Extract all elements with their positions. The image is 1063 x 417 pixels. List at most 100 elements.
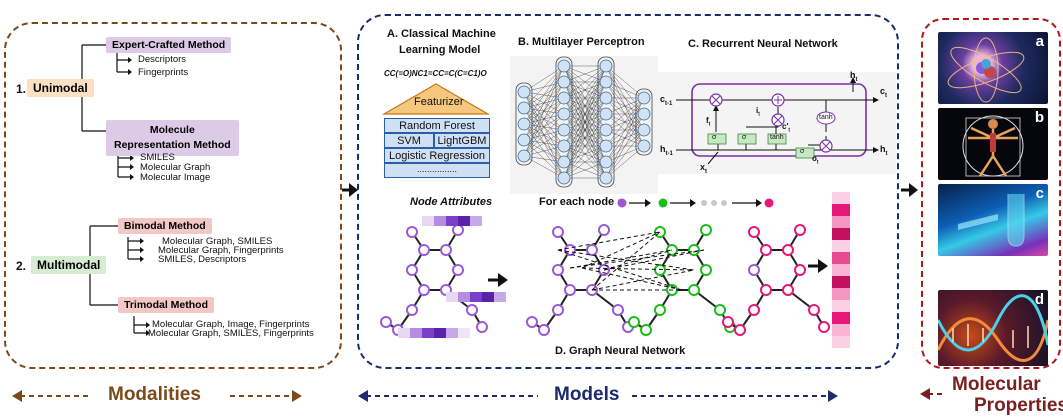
attribute-bar-middle-cell <box>494 292 506 302</box>
legend-arrow-head <box>756 199 762 207</box>
message-edge <box>557 249 683 291</box>
mlp-edge <box>523 65 565 109</box>
property-image-b: b <box>938 108 1048 180</box>
message-edge <box>557 249 695 271</box>
input-atom <box>476 321 488 333</box>
properties-footer-line2: Properties <box>974 395 1063 416</box>
message-edge <box>569 249 673 269</box>
attribute-bar-top-cell <box>458 216 470 226</box>
message-edge <box>581 231 661 269</box>
embedding-cell <box>832 252 850 264</box>
rnn-tanh-out: tanh <box>819 114 833 121</box>
mlp-edge <box>563 65 607 131</box>
c-tilde-symbol: c' <box>782 122 789 131</box>
mlp-neuron <box>557 107 571 121</box>
embedding-cell <box>832 300 850 312</box>
mlp-title: B. Multilayer Perceptron <box>518 36 645 48</box>
i-t-symbol: i <box>756 106 759 115</box>
mlp-neuron <box>637 107 651 121</box>
h-t-sub: t <box>885 150 888 157</box>
mlp-edge <box>523 155 565 163</box>
featurizer-triangle <box>381 83 491 115</box>
dna-helix-icon <box>938 294 1048 362</box>
property-label-b: b <box>1034 109 1044 126</box>
molecular-graph-item: Molecular Graph <box>140 162 211 173</box>
mlp-neuron <box>599 155 613 169</box>
mlp-edge <box>523 65 565 157</box>
updated-molecule <box>722 224 830 336</box>
attribute-bar-bottom-cell <box>458 328 470 338</box>
attribute-bar-bottom-cell <box>410 328 422 338</box>
attribute-bar-top-cell <box>434 216 446 226</box>
input-atom <box>380 316 392 328</box>
mlp-neuron <box>557 59 571 73</box>
rnn-x-t: xt <box>700 162 707 175</box>
mlp-edge <box>605 97 645 131</box>
message-edge <box>603 249 705 271</box>
message-target-atom <box>640 324 652 336</box>
updated-atom <box>760 244 772 256</box>
property-image-a: a <box>938 32 1048 104</box>
message-edge <box>591 231 661 291</box>
classical-title-line2: Learning Model <box>399 44 481 56</box>
lab-glassware-icon <box>958 194 1025 247</box>
legend-node-green <box>658 198 668 208</box>
attribute-bar-bottom-cell <box>398 328 410 338</box>
mlp-edge <box>605 65 645 99</box>
input-atom <box>418 244 430 256</box>
input-molecule <box>380 224 488 336</box>
attribute-bar-middle-cell <box>470 292 482 302</box>
multimodal-label: Multimodal <box>31 256 107 274</box>
trimodal-item-1: Molecular Graph, Image, Fingerprints <box>152 319 310 330</box>
updated-atom <box>760 284 772 296</box>
mlp-network <box>515 56 653 188</box>
expert-crafted-method-label: Expert-Crafted Method <box>106 37 232 53</box>
c-t-symbol: c <box>880 86 886 96</box>
attribute-bar-middle-cell <box>482 292 494 302</box>
c-prev-sub: t-1 <box>665 100 673 107</box>
message-source-atom <box>526 316 538 328</box>
message-target-atom <box>714 304 726 316</box>
vitruvian-body-icon <box>962 115 1024 177</box>
mlp-edge <box>605 97 645 147</box>
message-target-atom <box>654 264 666 276</box>
message-target-atom <box>700 224 712 236</box>
mlp-layer-0 <box>515 82 533 166</box>
rnn-h-prev: ht-1 <box>660 144 673 157</box>
message-source-atom <box>612 304 624 316</box>
embedding-cell <box>832 216 850 228</box>
modalities-panel <box>4 22 342 369</box>
modalities-footer: Modalities <box>108 384 201 405</box>
updated-atom <box>734 324 746 336</box>
input-atom <box>406 304 418 316</box>
updated-atom <box>748 304 760 316</box>
mlp-layer-1 <box>555 56 573 188</box>
mlp-edge <box>605 113 645 179</box>
property-image-d: d <box>938 290 1048 366</box>
c-prev-symbol: c <box>660 94 666 104</box>
message-source-atom <box>552 264 564 276</box>
gnn-title: D. Graph Neural Network <box>555 345 686 357</box>
message-edge <box>581 267 683 291</box>
mlp-edge <box>523 155 565 179</box>
message-source-atom <box>564 284 576 296</box>
message-target-atom <box>628 316 640 328</box>
gnn-diagram <box>380 192 850 348</box>
message-target-atom <box>700 264 712 276</box>
message-edge <box>581 267 695 271</box>
attribute-bar-bottom-cell <box>446 328 458 338</box>
embedding-cell <box>832 264 850 276</box>
mlp-neuron <box>517 85 531 99</box>
embedding-cell <box>832 312 850 324</box>
embedding-cell <box>832 228 850 240</box>
molecular-image-item: Molecular Image <box>140 172 211 183</box>
embedding-cell <box>832 324 850 336</box>
multimodal-number: 2. <box>16 259 27 273</box>
rnn-c-t: ct <box>880 86 887 99</box>
trimodal-method-label: Trimodal Method <box>118 297 214 313</box>
mlp-neuron <box>557 139 571 153</box>
embedding-cell <box>832 192 850 204</box>
x-t-sub: t <box>705 168 708 175</box>
rnn-sigma-f: σ <box>712 134 717 141</box>
representation-line2: Representation Method <box>114 139 231 151</box>
